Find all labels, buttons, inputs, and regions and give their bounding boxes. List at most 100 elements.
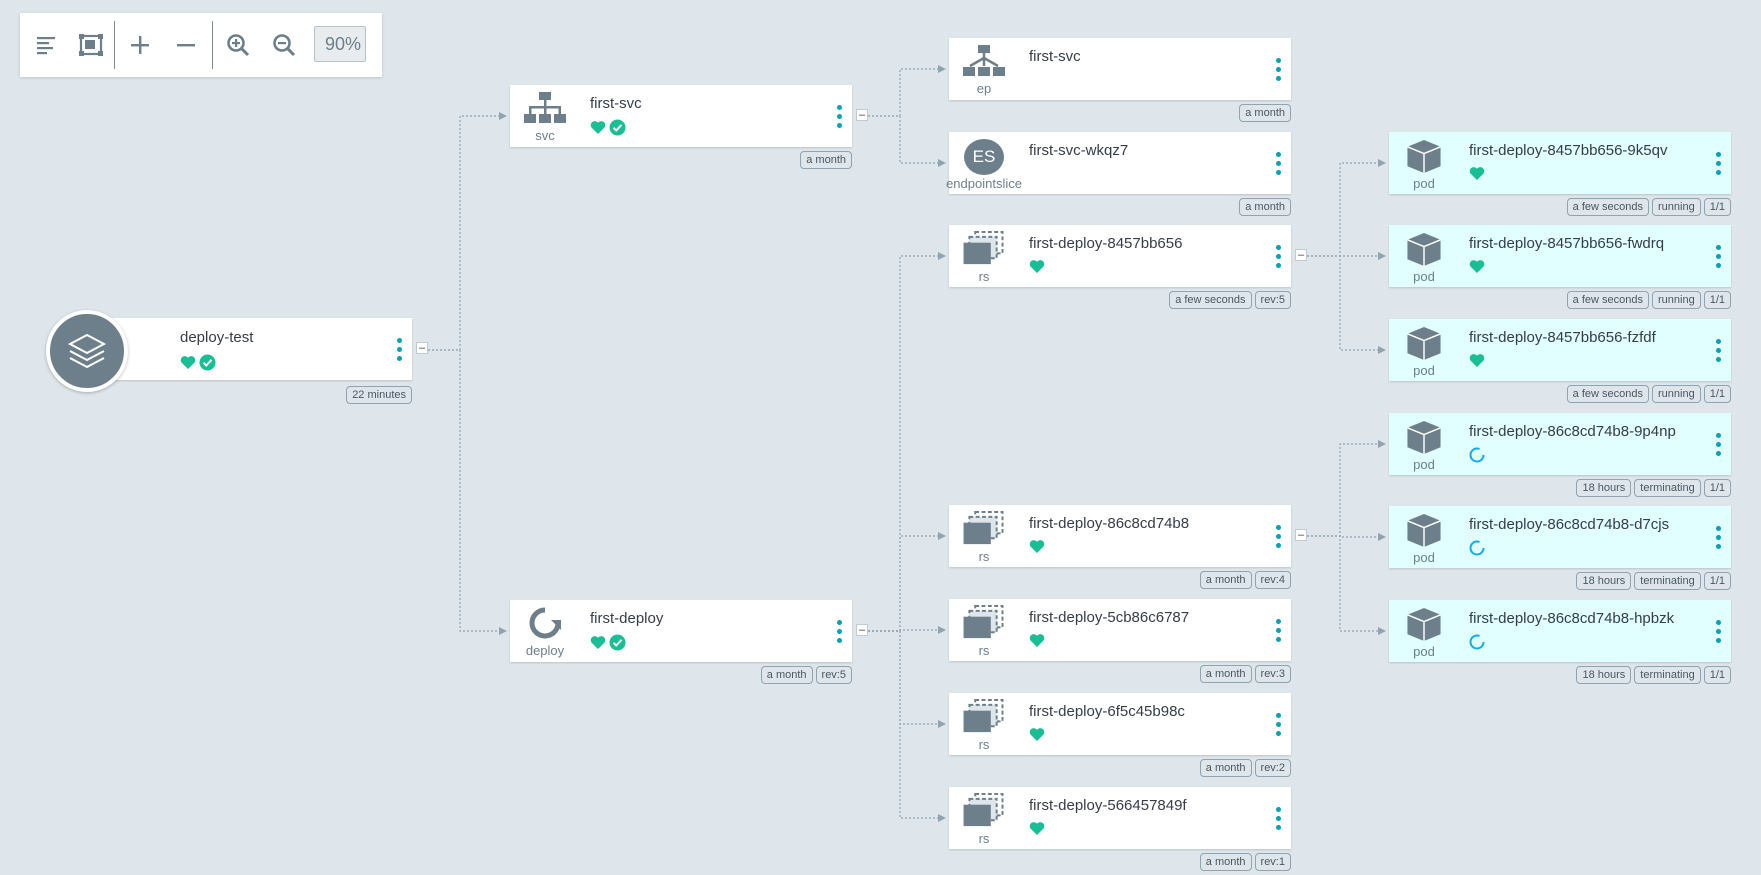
fit-screen-icon[interactable] xyxy=(71,25,111,65)
rs-icon: rs xyxy=(957,231,1011,283)
edge-line xyxy=(1307,255,1386,354)
align-left-icon[interactable] xyxy=(27,25,67,65)
kind-label: rs xyxy=(978,643,990,658)
resource-tag: 18 hours xyxy=(1576,572,1632,590)
edge-line xyxy=(428,112,507,351)
pod-icon: pod xyxy=(1397,606,1451,658)
resource-status xyxy=(1029,539,1045,559)
resource-menu-button[interactable] xyxy=(1711,148,1725,178)
resource-tags: a month xyxy=(1239,198,1291,216)
resource-menu-button[interactable] xyxy=(1711,241,1725,271)
resource-menu-button[interactable] xyxy=(1711,335,1725,365)
resource-tags: a month xyxy=(800,151,852,169)
resource-menu-button[interactable] xyxy=(1271,709,1285,739)
resource-tag: running xyxy=(1652,291,1701,309)
app-status xyxy=(180,354,216,376)
collapse-icon[interactable] xyxy=(166,25,206,65)
resource-status xyxy=(1469,166,1485,186)
rs-icon: rs xyxy=(957,605,1011,657)
heart-icon xyxy=(1029,259,1045,279)
expand-icon[interactable] xyxy=(120,25,160,65)
resource-menu-button[interactable] xyxy=(1711,522,1725,552)
collapse-toggle[interactable]: – xyxy=(856,624,868,636)
kind-label: rs xyxy=(978,269,990,284)
resource-name: first-deploy-86c8cd74b8-hpbzk xyxy=(1469,610,1675,627)
resource-tag: terminating xyxy=(1634,479,1701,497)
app-card[interactable]: deploy-test – 22 minutes xyxy=(76,318,428,404)
resource-name: first-svc xyxy=(590,95,642,112)
resource-menu-button[interactable] xyxy=(1271,521,1285,551)
kind-label: ep xyxy=(976,81,992,96)
rs-icon: rs xyxy=(957,699,1011,751)
kind-label: pod xyxy=(1413,363,1435,378)
collapse-toggle[interactable]: – xyxy=(1295,529,1307,541)
heart-icon xyxy=(180,355,196,375)
pod-node[interactable]: pod first-deploy-8457bb656-fzfdf a few sec… xyxy=(1389,319,1731,403)
toolbar-divider xyxy=(114,21,115,69)
resource-name: first-deploy-86c8cd74b8-9p4np xyxy=(1469,423,1676,440)
resource-status xyxy=(1029,727,1045,747)
collapse-toggle[interactable]: – xyxy=(856,109,868,121)
resource-menu-button[interactable] xyxy=(832,616,846,646)
zoom-level-input[interactable]: 90% xyxy=(314,26,366,62)
resource-menu-button[interactable] xyxy=(1271,148,1285,178)
check-circle-icon xyxy=(199,354,216,376)
kind-label: pod xyxy=(1413,457,1435,472)
layers-icon xyxy=(67,333,107,369)
resource-tag: rev:4 xyxy=(1254,571,1291,589)
resource-tags: a month xyxy=(1239,104,1291,122)
resource-tag: a month xyxy=(1239,198,1291,216)
edge-line xyxy=(868,115,946,167)
resource-tag: a month xyxy=(760,666,813,684)
resource-menu-button[interactable] xyxy=(1271,241,1285,271)
resource-tag: running xyxy=(1652,198,1701,216)
collapse-toggle[interactable]: – xyxy=(416,342,428,354)
heart-icon xyxy=(1029,539,1045,559)
heart-icon xyxy=(1469,353,1485,373)
collapse-toggle[interactable]: – xyxy=(1295,249,1307,261)
app-menu-button[interactable] xyxy=(392,334,406,364)
resource-status xyxy=(590,634,626,656)
resource-name: first-deploy-8457bb656-fzfdf xyxy=(1469,329,1656,346)
edge-line xyxy=(1307,535,1386,635)
app-node[interactable]: deploy-test – 22 minutes xyxy=(46,310,428,404)
es-badge-icon: ES xyxy=(964,139,1004,175)
resource-status xyxy=(1029,633,1045,653)
resource-menu-button[interactable] xyxy=(832,101,846,131)
resource-menu-button[interactable] xyxy=(1271,54,1285,84)
resource-menu-button[interactable] xyxy=(1271,803,1285,833)
zoom-in-icon[interactable] xyxy=(218,25,258,65)
resource-tag: rev:5 xyxy=(1254,291,1291,309)
zoom-out-icon[interactable] xyxy=(264,25,304,65)
resource-tag: 1/1 xyxy=(1703,572,1731,590)
resource-menu-button[interactable] xyxy=(1271,615,1285,645)
resource-tag: a few seconds xyxy=(1566,385,1649,403)
kind-label: rs xyxy=(978,831,990,846)
resource-menu-button[interactable] xyxy=(1711,616,1725,646)
heart-icon xyxy=(1029,633,1045,653)
kind-label: pod xyxy=(1413,269,1435,284)
resource-name: first-deploy-5cb86c6787 xyxy=(1029,609,1190,626)
resource-status xyxy=(1469,353,1485,373)
check-circle-icon xyxy=(609,634,626,656)
resource-menu-button[interactable] xyxy=(1711,429,1725,459)
rs-icon: rs xyxy=(957,793,1011,845)
